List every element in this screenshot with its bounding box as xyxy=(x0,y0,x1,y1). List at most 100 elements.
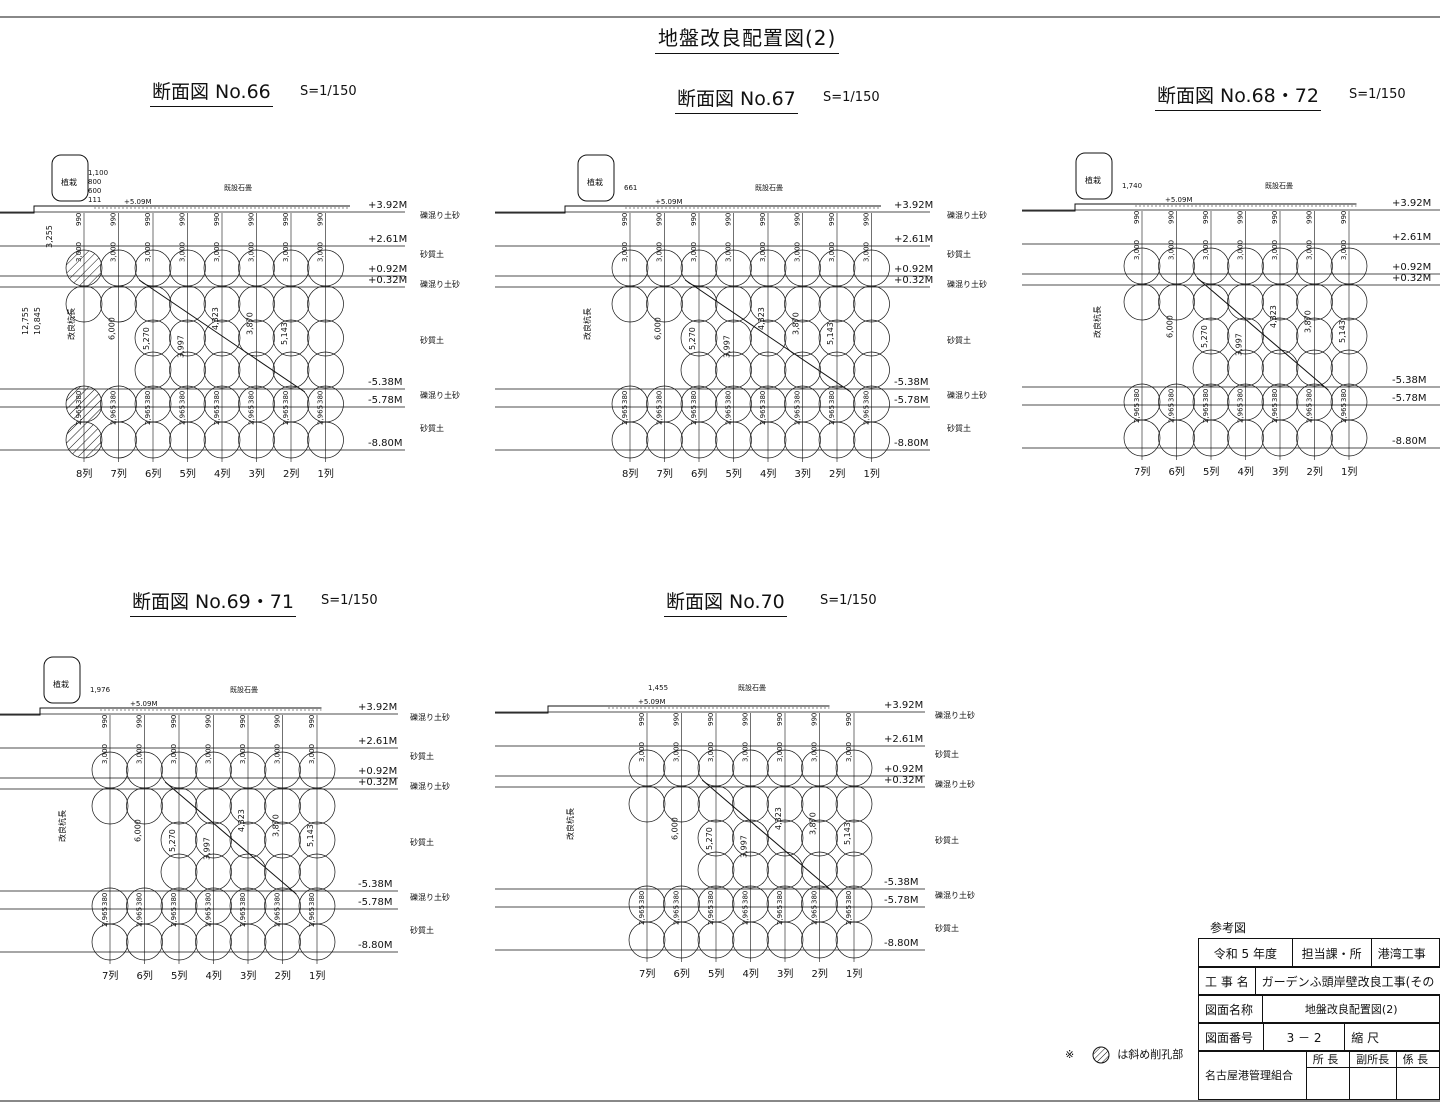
diagonal-boundary xyxy=(684,279,852,393)
pile-circle xyxy=(732,851,769,889)
pile-circle xyxy=(298,787,336,825)
column-label: 1列 xyxy=(846,967,862,980)
top-dimension: 1,740 xyxy=(1122,182,1142,190)
pile-circle xyxy=(307,285,344,323)
scale-70: S=1/150 xyxy=(820,593,877,608)
section-title-69: 断面図 No.69・71 xyxy=(130,587,296,617)
pile-circle xyxy=(229,923,267,961)
pile-circle xyxy=(835,921,873,959)
dimension-label: 3,000 xyxy=(317,242,325,262)
cross-section-4: 植栽+5.09M既設石畳+3.92M+2.61M+0.92M+0.32M-5.3… xyxy=(0,656,450,982)
pile-circle xyxy=(835,785,873,823)
dimension-label: 990 xyxy=(239,715,247,728)
dimension-label: 3,000 xyxy=(239,744,247,764)
drawing-title: 地盤改良配置図(2) xyxy=(655,22,840,54)
elevation-label: +3.92M xyxy=(368,200,407,211)
dimension-label: 3,000 xyxy=(308,744,316,764)
pile-circle xyxy=(1330,283,1368,321)
elevation-label: +0.92M xyxy=(884,764,923,775)
dimension-label: 2,965 xyxy=(776,905,784,925)
dimension-label: 2,965 xyxy=(1306,403,1314,423)
elevation-label: +2.61M xyxy=(368,234,407,245)
ground-level-label: +5.09M xyxy=(655,198,683,206)
pile-circle xyxy=(1261,419,1299,457)
dimension-label: 5,143 xyxy=(280,322,289,345)
work-name-label: 工 事 名 xyxy=(1198,966,1256,996)
column-label: 2列 xyxy=(1307,465,1323,478)
dimension-label: 380 xyxy=(282,391,290,404)
column-label: 5列 xyxy=(1203,465,1219,478)
dimension-label: 3,000 xyxy=(213,242,221,262)
planting-label: 植栽 xyxy=(1085,175,1101,185)
dimension-label: 990 xyxy=(759,213,767,226)
pile-circle xyxy=(264,821,301,859)
dimension-label: 2,965 xyxy=(638,905,646,925)
dimension-label: 380 xyxy=(1237,389,1245,402)
dimension-label: 6,000 xyxy=(671,817,680,840)
pile-circle xyxy=(272,285,310,323)
scale-66: S=1/150 xyxy=(300,84,357,99)
stone-label: 既設石畳 xyxy=(738,683,766,692)
section-title-66: 断面図 No.66 xyxy=(150,77,273,107)
pile-circle xyxy=(1227,349,1264,387)
reference-label: 参考図 xyxy=(1210,921,1247,935)
dimension-label: 3,000 xyxy=(638,742,646,762)
note-text: は斜め削孔部 xyxy=(1117,1048,1184,1061)
dimension-label: 3,000 xyxy=(101,744,109,764)
cross-section-1: 植栽+5.09M既設石畳+3.92M+2.61M+0.92M+0.32M-5.3… xyxy=(0,154,460,480)
dimension-label: 3,000 xyxy=(725,242,733,262)
diagonal-boundary xyxy=(138,279,306,393)
elevation-label: -5.78M xyxy=(894,395,929,406)
dimension-label: 990 xyxy=(317,213,325,226)
pile-circle xyxy=(91,787,129,825)
dimension-label: 380 xyxy=(144,391,152,404)
pile-circle xyxy=(1261,349,1299,387)
dimension-label: 2,965 xyxy=(317,405,325,425)
dimension-label: 2,965 xyxy=(170,907,178,927)
dimension-label: 990 xyxy=(638,713,646,726)
dimension-label: 2,965 xyxy=(621,405,629,425)
dimension-label: 990 xyxy=(845,713,853,726)
soil-label: 砂質土 xyxy=(935,749,959,759)
elevation-label: -5.78M xyxy=(368,395,403,406)
pile-circle xyxy=(715,421,752,459)
top-dimension: 1,100 xyxy=(88,169,108,177)
dimension-label: 990 xyxy=(75,213,83,226)
stone-label: 既設石畳 xyxy=(755,183,783,192)
ground-profile xyxy=(495,205,881,214)
pile-circle xyxy=(100,421,137,459)
column-label: 1列 xyxy=(309,969,325,982)
pile-circle xyxy=(238,285,275,323)
pile-circle xyxy=(1192,349,1230,387)
pile-circle xyxy=(195,821,232,859)
hatched-circle-icon xyxy=(1092,1046,1110,1064)
dimension-label: 990 xyxy=(213,213,221,226)
soil-label: 砂質土 xyxy=(947,335,971,345)
pile-circle xyxy=(134,421,172,459)
dimension-label: 2,965 xyxy=(1237,403,1245,423)
dept-value-cell: 港湾工事 xyxy=(1370,938,1440,968)
dimension-label: 2,965 xyxy=(656,405,664,425)
dimension-label: 3,870 xyxy=(792,312,801,335)
elevation-label: +0.32M xyxy=(358,777,397,788)
dimension-label: 2,965 xyxy=(845,905,853,925)
pile-circle xyxy=(100,285,137,323)
dimension-label: 2,965 xyxy=(759,405,767,425)
pile-circle xyxy=(169,351,206,389)
dimension-label: 380 xyxy=(170,893,178,906)
dimension-label: 2,965 xyxy=(248,405,256,425)
diagonal-boundary xyxy=(701,779,834,893)
column-label: 6列 xyxy=(137,969,153,982)
dimension-label: 990 xyxy=(811,713,819,726)
pile-circle xyxy=(697,921,735,959)
dimension-label: 380 xyxy=(1271,389,1279,402)
top-dimension: 661 xyxy=(624,184,637,192)
elevation-label: -8.80M xyxy=(1392,436,1427,447)
soil-label: 礫混り土砂 xyxy=(935,779,975,789)
pile-circle xyxy=(307,421,344,459)
dimension-label: 380 xyxy=(1202,389,1210,402)
pile-circle xyxy=(91,923,129,961)
column-label: 4列 xyxy=(206,969,222,982)
ground-level-label: +5.09M xyxy=(1165,196,1193,204)
stamp-box-2 xyxy=(1349,1067,1397,1100)
